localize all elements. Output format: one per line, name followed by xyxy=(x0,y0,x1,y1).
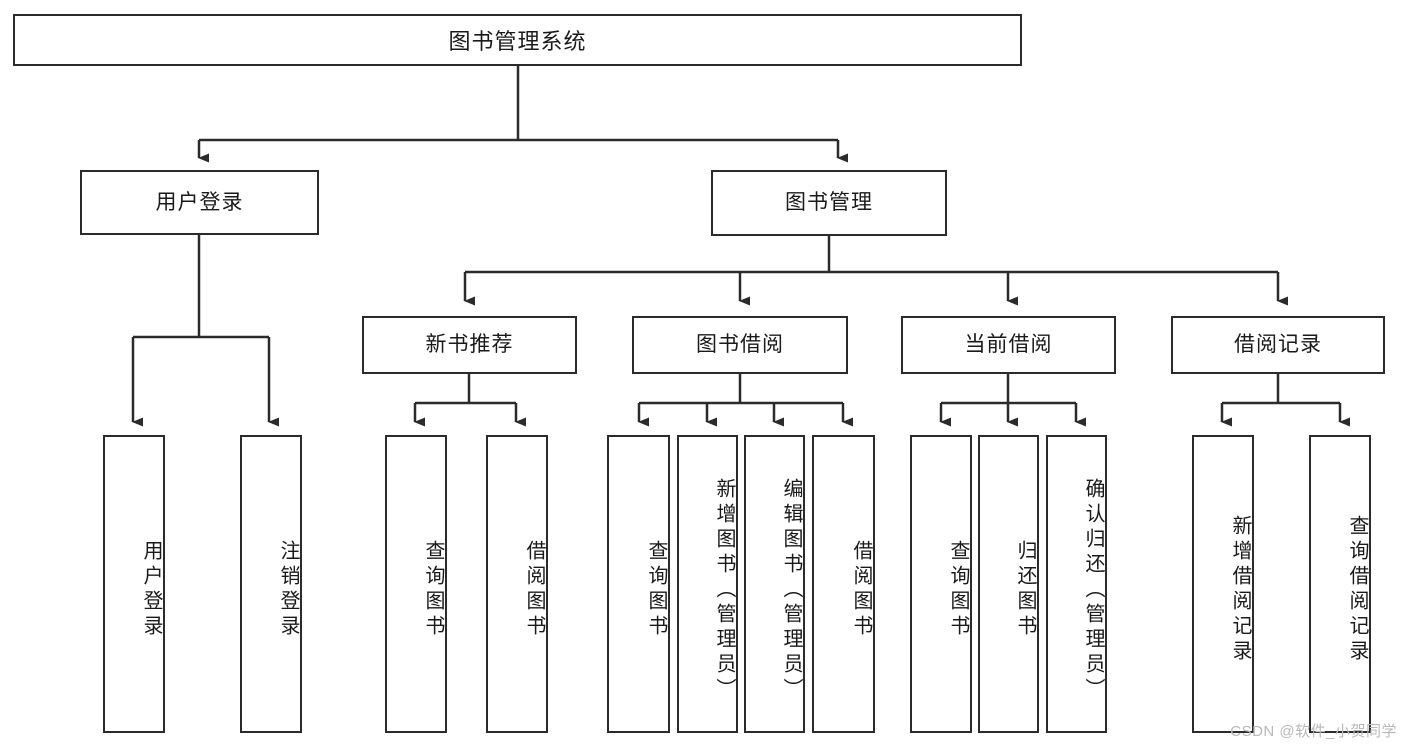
node-label: 图书管理系统 xyxy=(448,29,587,54)
node-label: 图书管理 xyxy=(785,191,873,215)
node-label: 用户登录 xyxy=(155,190,244,214)
node-label: 借阅图书 xyxy=(523,540,545,640)
leaf-query-book-current[interactable]: 查询图书 xyxy=(910,435,972,733)
node-label: 查询图书 xyxy=(947,540,969,640)
node-new-book-recommend[interactable]: 新书推荐 xyxy=(362,316,577,374)
node-label: 图书借阅 xyxy=(696,333,784,357)
node-label: 新增图书（管理员） xyxy=(713,477,735,703)
node-label: 归还图书 xyxy=(1014,540,1036,640)
leaf-user-login[interactable]: 用户登录 xyxy=(103,435,165,733)
leaf-return-book[interactable]: 归还图书 xyxy=(978,435,1039,733)
leaf-confirm-return[interactable]: 确认归还（管理员） xyxy=(1046,435,1107,733)
node-label: 借阅图书 xyxy=(850,540,872,640)
leaf-query-borrow-record[interactable]: 查询借阅记录 xyxy=(1309,435,1371,733)
node-label: 编辑图书（管理员） xyxy=(780,477,802,703)
node-label: 查询图书 xyxy=(645,540,667,640)
node-current-borrow[interactable]: 当前借阅 xyxy=(901,316,1116,374)
leaf-borrow-book-recommend[interactable]: 借阅图书 xyxy=(486,435,548,733)
node-label: 用户登录 xyxy=(140,540,162,640)
leaf-add-borrow-record[interactable]: 新增借阅记录 xyxy=(1192,435,1254,733)
node-book-borrow[interactable]: 图书借阅 xyxy=(632,316,848,374)
node-root-system[interactable]: 图书管理系统 xyxy=(13,14,1022,66)
leaf-user-logout[interactable]: 注销登录 xyxy=(240,435,302,733)
leaf-query-book-borrow[interactable]: 查询图书 xyxy=(607,435,670,733)
leaf-add-book[interactable]: 新增图书（管理员） xyxy=(677,435,738,733)
leaf-edit-book[interactable]: 编辑图书（管理员） xyxy=(744,435,805,733)
node-label: 新书推荐 xyxy=(425,333,514,357)
node-borrow-record[interactable]: 借阅记录 xyxy=(1171,316,1385,374)
node-label: 借阅记录 xyxy=(1234,333,1322,357)
node-book-manage[interactable]: 图书管理 xyxy=(711,170,947,236)
node-label: 注销登录 xyxy=(277,540,299,640)
node-label: 查询借阅记录 xyxy=(1346,515,1368,665)
node-user-login[interactable]: 用户登录 xyxy=(80,170,319,235)
watermark-text: CSDN @软件_小贺同学 xyxy=(1230,723,1397,740)
leaf-borrow-book[interactable]: 借阅图书 xyxy=(812,435,875,733)
node-label: 新增借阅记录 xyxy=(1229,515,1251,665)
node-label: 确认归还（管理员） xyxy=(1082,477,1104,703)
node-label: 当前借阅 xyxy=(964,333,1053,357)
node-label: 查询图书 xyxy=(422,540,444,640)
leaf-query-book-recommend[interactable]: 查询图书 xyxy=(385,435,447,733)
